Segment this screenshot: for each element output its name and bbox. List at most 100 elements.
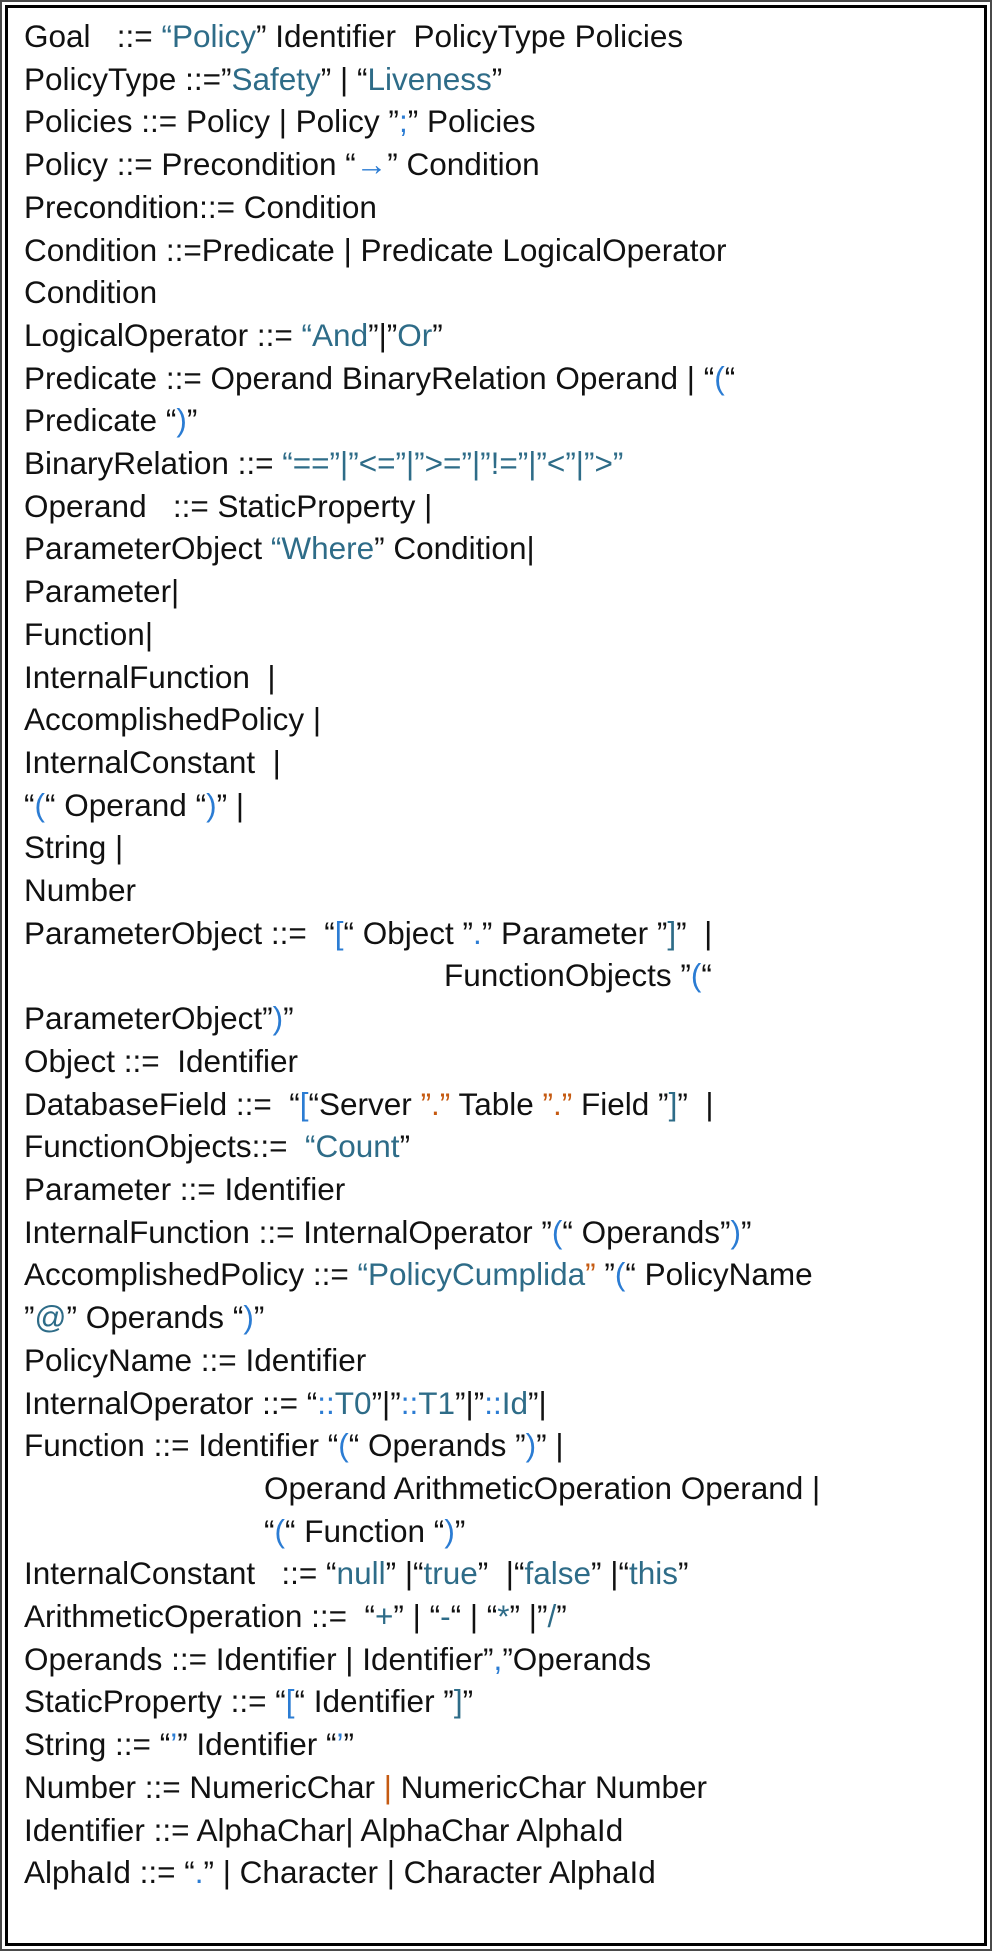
grammar-token: String ::= “ [24,1726,171,1763]
grammar-token: PolicyType ::=” [24,60,232,97]
grammar-token: LogicalOperator ::= [24,316,302,353]
grammar-line: InternalOperator ::= “::T0”|”::T1”|”::Id… [24,1382,982,1425]
grammar-token: ” | [677,1085,714,1122]
grammar-token: ” |“ [385,1555,424,1592]
grammar-token: InternalFunction ::= InternalOperator ” [24,1213,552,1250]
grammar-token: false [524,1555,592,1592]
grammar-token: ) [525,1427,537,1464]
grammar-line: String ::= “’” Identifier “’” [24,1723,982,1766]
grammar-token: :: [400,1384,419,1421]
grammar-token: ’ [170,1726,178,1763]
grammar-token: - [440,1598,451,1635]
grammar-token: Object ::= Identifier [24,1042,299,1079]
grammar-token: “ PolicyName [625,1256,813,1293]
grammar-line: Policies ::= Policy | Policy ”;” Policie… [24,100,982,143]
grammar-token: ” [556,1598,567,1635]
grammar-token: ArithmeticOperation ::= “ [24,1598,376,1635]
grammar-token: NumericChar Number [391,1768,707,1805]
grammar-token: Policies ::= Policy | Policy ” [24,103,399,140]
grammar-line: ParameterObject ::= “[“ Object ”.” Param… [24,912,982,955]
grammar-token: ” [585,1256,596,1293]
grammar-line: Operand ArithmeticOperation Operand | [24,1467,982,1510]
grammar-line: Parameter ::= Identifier [24,1168,982,1211]
grammar-line: Predicate ::= Operand BinaryRelation Ope… [24,357,982,400]
grammar-token: ” Condition| [374,530,535,567]
grammar-token: [ [334,914,344,951]
grammar-token: ” | “ [320,60,368,97]
grammar-line: Predicate “)” [24,399,982,442]
grammar-line: FunctionObjects::= “Count” [24,1125,982,1168]
grammar-line: ParameterObject “Where” Condition| [24,527,982,570]
grammar-token: Operand ArithmeticOperation Operand | [264,1469,821,1506]
grammar-token: PolicyName ::= Identifier [24,1341,367,1378]
grammar-line: Function| [24,613,982,656]
grammar-token: :: [484,1384,502,1421]
grammar-token: Table [450,1085,543,1122]
grammar-token: . [194,1854,204,1891]
grammar-line: PolicyName ::= Identifier [24,1339,982,1382]
grammar-token: ” |” [509,1598,548,1635]
grammar-token: Liveness [367,60,492,97]
grammar-line: PolicyType ::=”Safety” | “Liveness” [24,58,982,101]
grammar-token: this [628,1555,678,1592]
grammar-token: [ [299,1085,309,1122]
grammar-token: FunctionObjects::= [24,1128,306,1165]
grammar-token: Condition [24,274,158,311]
grammar-token: ( [34,786,46,823]
grammar-token: StaticProperty ::= “ [24,1683,286,1720]
grammar-token: ” | [676,914,713,951]
grammar-token: “ [24,786,35,823]
grammar-token: “ Operands” [562,1213,731,1250]
grammar-token: InternalConstant ::= “ [24,1555,337,1592]
grammar-line: DatabaseField ::= “[“Server ”.” Table ”.… [24,1083,982,1126]
grammar-token: ” Parameter ” [481,914,668,951]
grammar-token: “Where [270,530,375,567]
grammar-token: Field ” [572,1085,669,1122]
grammar-token: ” [24,1299,35,1336]
grammar-token: DatabaseField ::= “ [24,1085,300,1122]
grammar-token: ” [253,1299,265,1336]
grammar-token: “ Function “ [285,1512,445,1549]
grammar-token: ( [551,1213,563,1250]
grammar-token: true [423,1555,478,1592]
grammar-line: AccomplishedPolicy | [24,698,982,741]
grammar-token: ”Operands [502,1640,652,1677]
grammar-token: → [355,146,388,183]
grammar-token: “ Operands ” [348,1427,526,1464]
grammar-token: ( [274,1512,286,1549]
grammar-token: ” | Character | Character AlphaId [203,1854,656,1891]
grammar-token: ” Operands “ [66,1299,244,1336]
grammar-token: ” [462,1683,474,1720]
grammar-token: ” [454,1512,466,1549]
bnf-grammar-text: Goal ::= “Policy” Identifier PolicyType … [24,15,982,1894]
grammar-token: , [493,1640,503,1677]
grammar-token: FunctionObjects ” [444,957,691,994]
grammar-token: ) [176,402,187,439]
grammar-token: ”|” [455,1384,485,1421]
grammar-token: / [547,1598,557,1635]
grammar-token: ( [614,1256,626,1293]
grammar-line: AccomplishedPolicy ::= “PolicyCumplida” … [24,1253,982,1296]
grammar-line: Goal ::= “Policy” Identifier PolicyType … [24,15,982,58]
grammar-token: T0 [334,1384,372,1421]
grammar-token: Operands ::= Identifier | Identifier” [24,1640,494,1677]
grammar-line: Operand ::= StaticProperty | [24,485,982,528]
grammar-token: String | [24,829,124,866]
grammar-token: ] [453,1683,463,1720]
grammar-token: ”|” [368,316,398,353]
grammar-token: “ [264,1512,275,1549]
grammar-token: AccomplishedPolicy ::= [24,1256,358,1293]
grammar-token: ] [668,1085,678,1122]
grammar-token: ’ [336,1726,344,1763]
grammar-token: AlphaId ::= “ [24,1854,195,1891]
grammar-token: ParameterObject ::= “ [24,914,335,951]
grammar-line: Number [24,869,982,912]
grammar-token: ” [432,316,443,353]
grammar-line: AlphaId ::= “.” | Character | Character … [24,1851,982,1894]
grammar-token: ” Identifier “ [177,1726,337,1763]
grammar-line: Parameter| [24,570,982,613]
grammar-token: ” | [536,1427,564,1464]
grammar-line: Condition [24,271,982,314]
grammar-token: “Policy [161,18,256,54]
